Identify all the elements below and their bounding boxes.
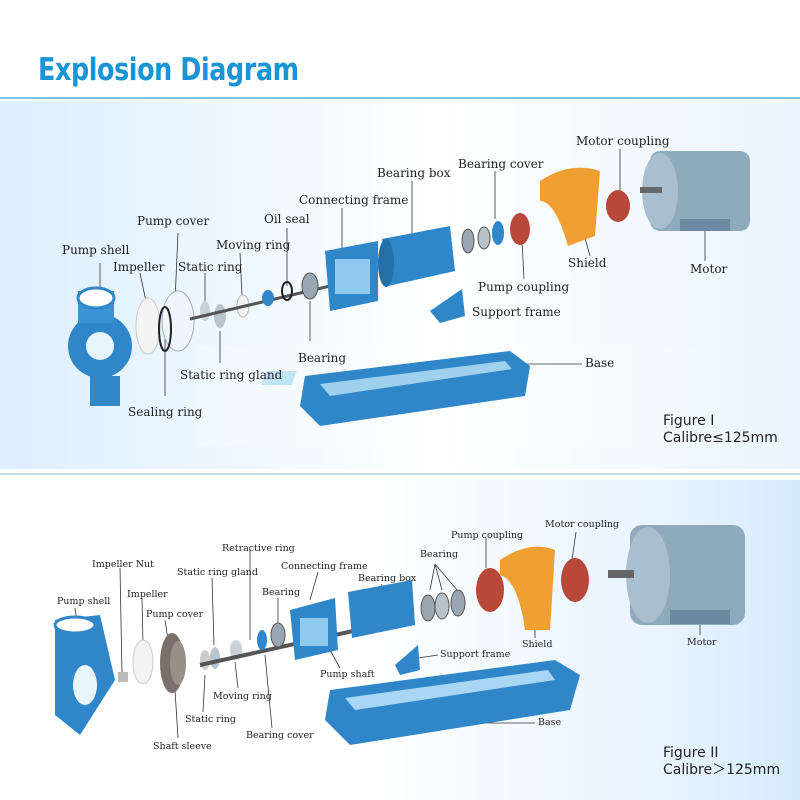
figure-2-calibre: Calibre＞125mm [663,761,781,778]
base-part [325,660,580,745]
label-connecting-frame: Connecting frame [299,193,409,207]
label-static-ring-gland: Static ring gland [180,368,283,382]
label-static-ring: Static ring [185,714,236,725]
label-bearing: Bearing [262,587,301,598]
support-frame-part [430,289,465,323]
label-bearing: Bearing [298,351,347,365]
figure-2-title: Figure II [663,745,719,761]
connecting-frame-part [325,241,378,311]
motor-coupling-part [606,190,630,222]
motor-coupling-part [561,558,589,602]
base-part [261,351,530,426]
figure-1-caption: Figure I Calibre≤125mm [663,413,778,447]
label-moving-ring: Moving ring [216,238,291,252]
label-bearing-box: Bearing box [358,573,417,584]
pump-coupling-part [476,568,504,612]
label-sealing-ring: Sealing ring [128,405,203,419]
label-static-ring: Static ring [178,260,243,274]
figure-2-illustration [53,525,745,745]
title-underline [0,97,800,99]
motor-part [608,525,745,625]
section-divider [0,473,800,475]
label-support-frame: Support frame [472,305,561,319]
label-support-frame: Support frame [440,649,511,660]
label-motor-coupling: Motor coupling [545,519,620,530]
bearing-box-part [378,226,455,287]
support-frame-part [395,645,420,675]
label-pump-shaft: Pump shaft [320,669,375,680]
label-motor: Motor [687,637,717,648]
label-bearing-cover: Bearing cover [246,730,314,741]
label-pump-cover: Pump cover [146,609,204,620]
label-pump-coupling: Pump coupling [451,530,524,541]
label-bearing-box: Bearing box [377,166,451,180]
label-retractive-ring: Retractive ring [222,543,295,554]
figure-1-illustration [68,149,750,446]
motor-part [640,151,750,231]
label-pump-shell: Pump shell [62,243,130,257]
figure-1-title: Figure I [663,413,715,429]
label-impeller: Impeller [113,260,165,274]
label-pump-cover: Pump cover [137,214,210,228]
label-bearing-cover: Bearing cover [458,157,544,171]
label-impeller-nut: Impeller Nut [92,559,154,570]
shield-part [540,167,600,246]
label-motor-coupling: Motor coupling [576,134,670,148]
pump-shell-part [68,286,132,406]
bearing-box-part [348,580,415,638]
page-title: Explosion Diagram [38,52,299,88]
label-shield: Shield [568,256,607,270]
label-pump-shell: Pump shell [57,596,111,607]
label-connecting-frame: Connecting frame [281,561,368,572]
figure-2-caption: Figure II Calibre＞125mm [663,745,780,779]
label-pump-coupling: Pump coupling [478,280,570,294]
label-shaft-sleeve: Shaft sleeve [153,741,212,752]
shield-part [500,546,555,630]
pump-shell-part [53,615,115,735]
label-impeller: Impeller [127,589,168,600]
label-oil-seal: Oil seal [264,212,310,226]
figure-1-panel: Pump shell Impeller Pump cover Static ri… [0,101,800,469]
label-base: Base [585,356,615,370]
label-base: Base [538,717,562,728]
figure-2-panel: Pump shell Impeller Nut Impeller Pump co… [0,480,800,800]
label-moving-ring: Moving ring [213,691,272,702]
label-bearing-top: Bearing [420,549,459,560]
label-static-ring-gland: Static ring gland [177,567,258,578]
label-motor: Motor [690,262,728,276]
label-shield: Shield [522,639,553,650]
figure-1-calibre: Calibre≤125mm [663,429,778,446]
